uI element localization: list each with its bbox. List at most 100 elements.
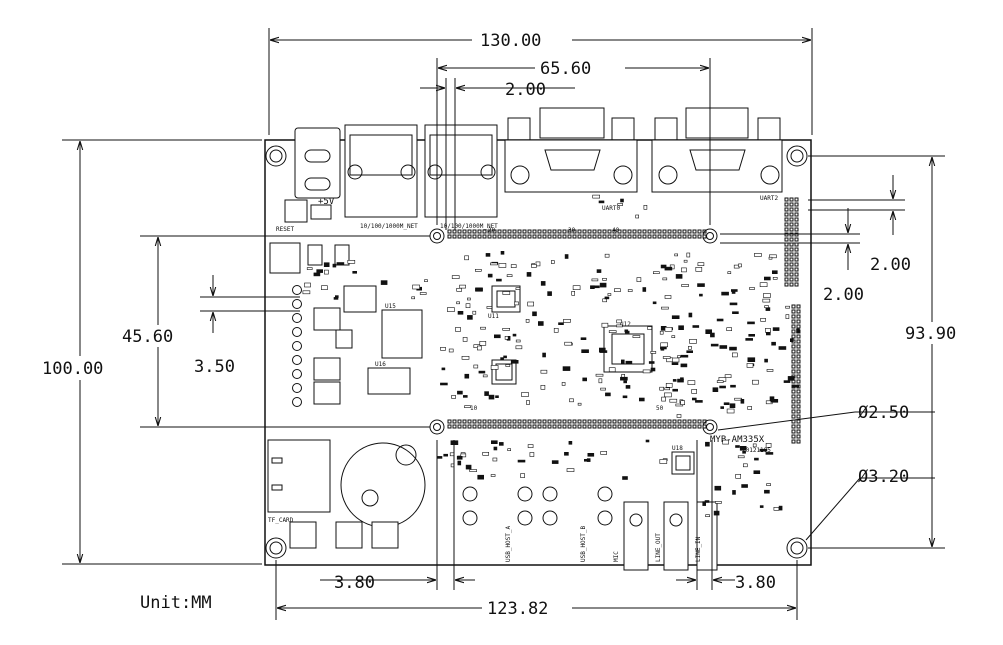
unit-label: Unit:MM: [140, 593, 212, 613]
smd-pad: [473, 364, 479, 369]
header-pin: [482, 229, 487, 234]
header-pin: [784, 262, 789, 267]
header-pin: [567, 419, 572, 424]
smd-pad: [608, 367, 616, 373]
smd-pad: [592, 194, 601, 199]
smd-pad: [440, 346, 446, 351]
bottom-inductors: [289, 521, 399, 549]
header-pin: [789, 217, 794, 222]
smd-pad: [650, 351, 657, 354]
smd-pad: [568, 440, 573, 445]
header-pin: [602, 234, 607, 239]
header-pin: [507, 234, 512, 239]
smd-pad: [753, 470, 761, 475]
header-pin: [784, 237, 789, 242]
header-pin: [572, 419, 577, 424]
smd-pad: [451, 395, 456, 399]
header-pin: [784, 202, 789, 207]
header-pin: [796, 379, 801, 384]
header-pin: [652, 419, 657, 424]
header-pin: [612, 234, 617, 239]
header-pin: [796, 399, 801, 404]
col-label-40: 40: [612, 227, 620, 234]
header-pin: [791, 334, 796, 339]
smd-pad: [493, 446, 498, 451]
header-pin: [702, 229, 707, 234]
header-pin: [507, 229, 512, 234]
header-pin: [682, 229, 687, 234]
header-pin: [567, 234, 572, 239]
smd-pad: [464, 373, 470, 379]
smd-pad: [697, 262, 705, 267]
header-pin: [796, 349, 801, 354]
smd-pad: [316, 269, 324, 273]
smd-pad: [754, 457, 759, 461]
smd-pad: [674, 253, 679, 257]
header-pin: [527, 234, 532, 239]
smd-pad: [740, 398, 745, 404]
smd-pad: [664, 387, 671, 391]
smd-pad: [590, 285, 595, 290]
header-pin: [487, 424, 492, 429]
smd-pad: [638, 397, 645, 402]
smd-pad: [716, 380, 724, 383]
uart2-label: UART2: [760, 195, 778, 202]
smd-pad: [730, 384, 736, 388]
header-pin: [472, 424, 477, 429]
smd-pad: [715, 501, 722, 504]
header-pin: [667, 234, 672, 239]
smd-pad: [302, 290, 311, 295]
header-pin: [784, 272, 789, 277]
header-pin: [607, 234, 612, 239]
small-hole-2: [702, 228, 718, 244]
header-pin: [687, 424, 692, 429]
smd-pad: [598, 200, 605, 204]
smd-pad: [569, 398, 574, 403]
header-pin: [647, 419, 652, 424]
smd-pad: [506, 274, 513, 278]
header-pin: [462, 424, 467, 429]
smd-pad: [686, 252, 691, 258]
header-pin: [789, 262, 794, 267]
smd-pad: [495, 395, 499, 399]
header-pin: [617, 234, 622, 239]
smd-pad: [747, 321, 755, 325]
line-out-label: LINE_OUT: [655, 533, 662, 562]
smd-pad: [676, 414, 682, 418]
header-pin: [562, 424, 567, 429]
smd-pad: [726, 327, 733, 332]
smd-pad: [765, 327, 771, 333]
header-pin: [794, 227, 799, 232]
small-hole-1: [429, 228, 445, 244]
smd-pad: [617, 203, 624, 206]
col-label-50: 50: [656, 405, 664, 412]
header-pin: [457, 424, 462, 429]
smd-pad: [726, 408, 735, 414]
header-pin: [587, 234, 592, 239]
smd-pad: [627, 289, 633, 292]
header-pin: [789, 207, 794, 212]
smd-pad: [721, 291, 729, 296]
header-pin: [612, 229, 617, 234]
header-pin: [562, 234, 567, 239]
header-pin: [794, 282, 799, 287]
smd-pad: [737, 455, 745, 459]
header-pin: [687, 419, 692, 424]
smd-pad: [532, 311, 537, 317]
smd-pad: [664, 392, 672, 398]
smd-pad: [622, 476, 628, 480]
smd-pad: [436, 456, 443, 459]
smd-pad: [419, 292, 427, 295]
chip-u15: U15: [381, 303, 423, 359]
smd-pad: [661, 396, 666, 402]
smd-pad: [598, 347, 606, 353]
smd-pad: [608, 330, 617, 333]
smd-pad: [602, 277, 607, 281]
header-pin: [477, 424, 482, 429]
header-pin: [447, 424, 452, 429]
header-pin: [791, 364, 796, 369]
smd-pad: [456, 287, 463, 292]
smd-pad: [729, 403, 736, 409]
smd-pad: [510, 264, 517, 268]
smd-pad: [323, 262, 330, 268]
